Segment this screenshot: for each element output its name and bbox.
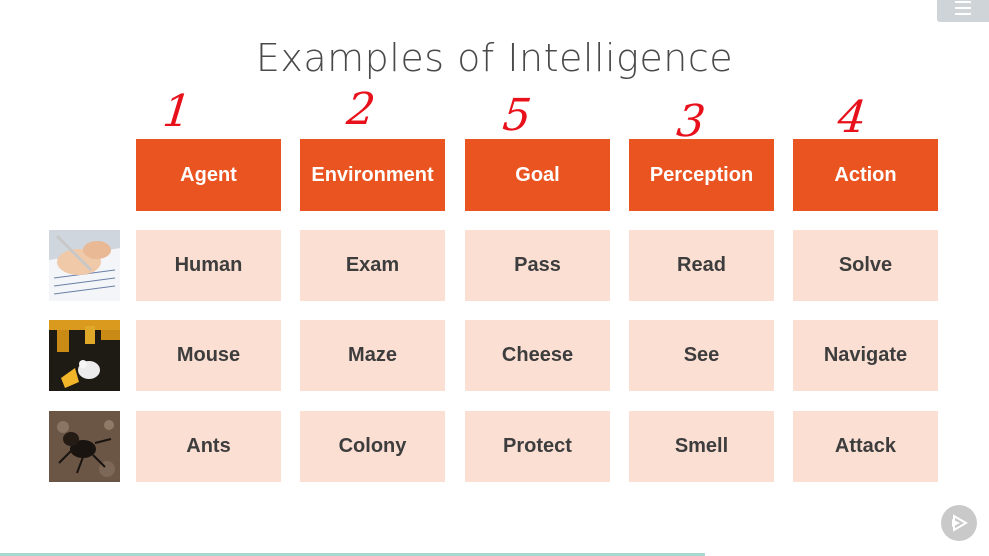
cell-agent-ants: Ants	[136, 411, 281, 482]
header-perception: Perception	[629, 139, 774, 211]
cell-goal-pass: Pass	[465, 230, 610, 301]
cell-environment-colony: Colony	[300, 411, 445, 482]
cell-goal-cheese: Cheese	[465, 320, 610, 391]
annotation-agent: 1	[160, 86, 194, 137]
annotation-action: 4	[835, 92, 869, 143]
slide-title: Examples of Intelligence	[255, 36, 734, 80]
menu-button[interactable]	[937, 0, 989, 22]
cell-action-solve: Solve	[793, 230, 938, 301]
header-agent: Agent	[136, 139, 281, 211]
cell-environment-maze: Maze	[300, 320, 445, 391]
header-action: Action	[793, 139, 938, 211]
mouse-maze-icon	[49, 320, 120, 391]
cell-action-attack: Attack	[793, 411, 938, 482]
header-environment: Environment	[300, 139, 445, 211]
writing-hand-icon	[49, 230, 120, 301]
player-logo-button[interactable]	[941, 505, 977, 541]
annotation-perception: 3	[674, 96, 708, 147]
cell-perception-read: Read	[629, 230, 774, 301]
header-goal: Goal	[465, 139, 610, 211]
hamburger-icon	[955, 1, 971, 15]
cell-perception-smell: Smell	[629, 411, 774, 482]
cell-goal-protect: Protect	[465, 411, 610, 482]
cell-agent-mouse: Mouse	[136, 320, 281, 391]
ant-icon	[49, 411, 120, 482]
cell-action-navigate: Navigate	[793, 320, 938, 391]
progress-bar[interactable]	[0, 553, 705, 556]
annotation-goal: 5	[500, 90, 534, 141]
cell-perception-see: See	[629, 320, 774, 391]
cell-environment-exam: Exam	[300, 230, 445, 301]
play-logo-icon	[952, 514, 968, 532]
cell-agent-human: Human	[136, 230, 281, 301]
annotation-environment: 2	[344, 84, 378, 135]
